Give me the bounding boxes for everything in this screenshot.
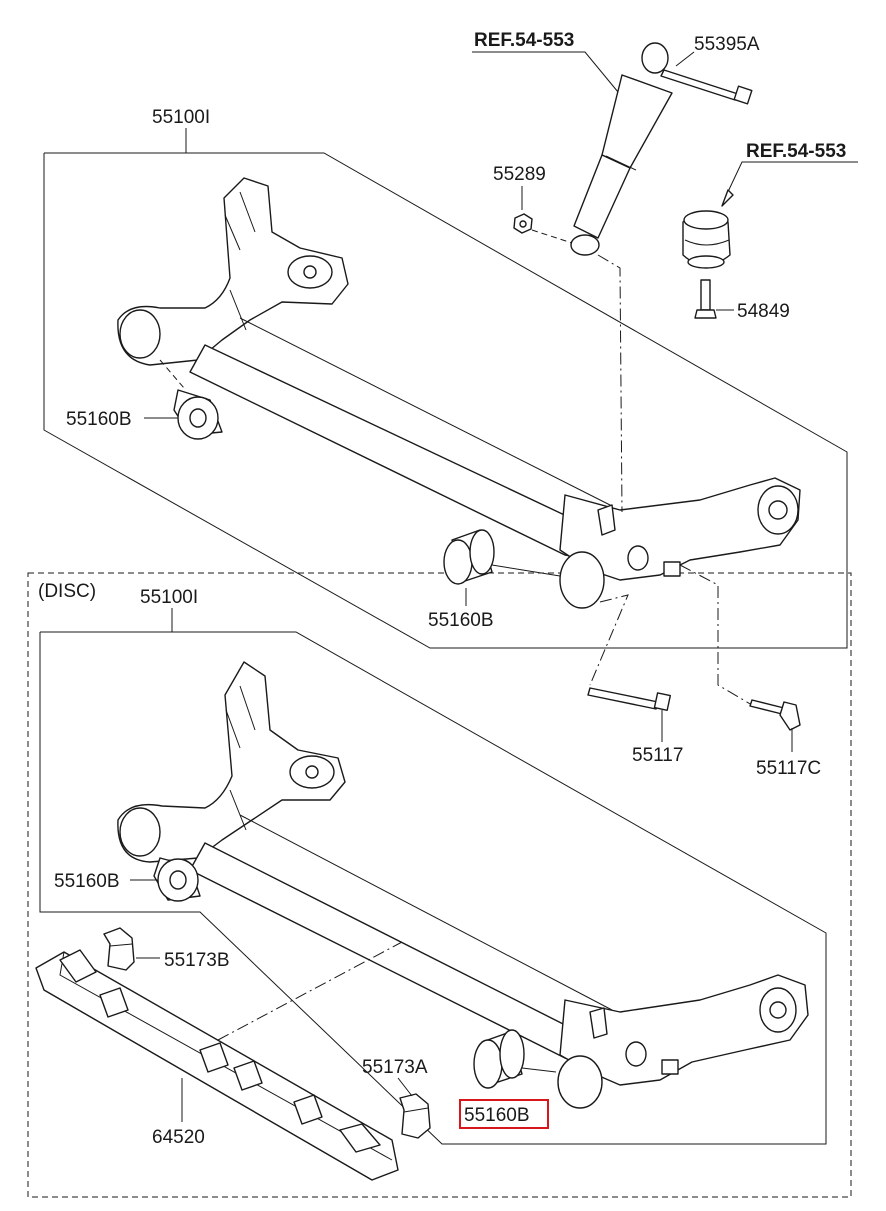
bolt-55117c-label[interactable]: 55117C (756, 758, 821, 779)
bushing-upper-left-guide (159, 359, 185, 389)
ref-upper-right-arrow (721, 189, 734, 207)
bolt-55117-icon (587, 687, 672, 711)
bolt-54849-icon (694, 279, 717, 319)
cover-guide-line (217, 941, 403, 1041)
bolt-55117c-icon (749, 699, 801, 731)
shock-absorber (570, 42, 673, 256)
bush-top-left-label[interactable]: 55160B (66, 409, 132, 430)
highlight-box (459, 1099, 549, 1129)
bracket-55173a-leader (397, 1077, 413, 1097)
ref-upper-right-leader (725, 161, 858, 197)
nut-55289-label[interactable]: 55289 (493, 164, 546, 185)
axle-bottom-label[interactable]: 55100I (140, 587, 198, 608)
upper-torsion-axle (117, 177, 801, 609)
bushing-upper-left-icon (173, 389, 223, 440)
nut-55289-guide-line (531, 229, 573, 244)
bolt-54849-label[interactable]: 54849 (737, 301, 790, 322)
bush-top-right-label[interactable]: 55160B (428, 610, 494, 631)
bolt-55395a-label[interactable]: 55395A (694, 34, 760, 55)
disc-variant-frame (27, 572, 852, 1198)
bushing-upper-right-icon (443, 529, 495, 585)
bracket-55173b-label[interactable]: 55173B (164, 950, 230, 971)
upper-assembly-frame (43, 152, 848, 649)
shock-guide-line (597, 254, 623, 513)
bush-bottom-highlighted-label[interactable]: 55160B (464, 1105, 530, 1126)
lower-assembly-frame (39, 631, 827, 1145)
bushing-lower-highlighted-guide (521, 1067, 557, 1073)
bracket-55173a-icon (399, 1093, 431, 1139)
ref-upper-left-label[interactable]: REF.54-553 (474, 30, 574, 51)
lower-torsion-axle (117, 661, 809, 1109)
cover-64520-label[interactable]: 64520 (152, 1127, 205, 1148)
bracket-55173a-label[interactable]: 55173A (362, 1057, 428, 1078)
bushing-lower-highlighted-icon (473, 1029, 525, 1089)
bracket-55173b-icon (103, 927, 135, 971)
bushing-upper-right-guide (491, 564, 561, 577)
bolt-55117-label[interactable]: 55117 (632, 745, 683, 766)
bolt-55117c-guide-line (679, 564, 753, 706)
bolt-55395a-icon (660, 69, 753, 105)
cover-64520-icon (35, 949, 399, 1181)
bush-bottom-left-label[interactable]: 55160B (54, 871, 120, 892)
ref-upper-left-leader (472, 51, 619, 93)
ref-upper-right-label[interactable]: REF.54-553 (746, 141, 846, 162)
disc-note-label: (DISC) (38, 581, 96, 602)
bolt-55395a-leader (675, 51, 695, 67)
bolt-55117-guide-line (589, 594, 629, 686)
bushing-lower-left-icon (153, 857, 201, 902)
nut-55289-icon (513, 213, 533, 234)
rubber-mount-icon (682, 210, 731, 269)
axle-top-label[interactable]: 55100I (152, 107, 210, 128)
